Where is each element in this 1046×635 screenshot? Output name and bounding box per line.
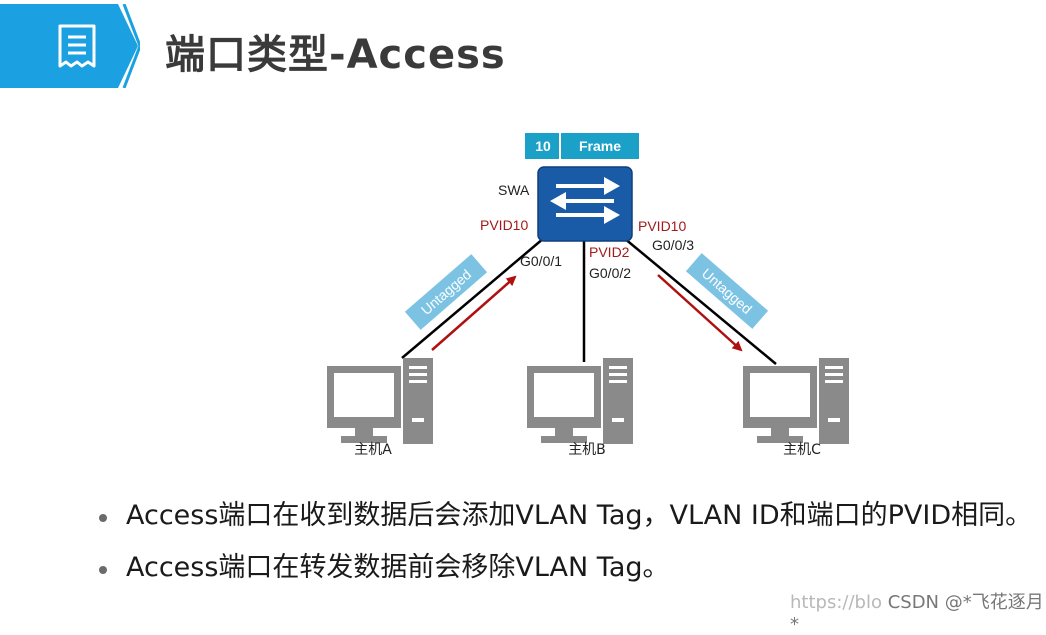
frame-tag: 10 Frame <box>525 133 639 159</box>
untagged-label-right: Untagged <box>685 253 769 329</box>
page-title: 端口类型-Access <box>165 32 506 78</box>
host-b-label: 主机B <box>568 442 606 458</box>
bullet-item: Access端口在转发数据前会移除VLAN Tag。 <box>96 546 1032 598</box>
bullet-list: Access端口在收到数据后会添加VLAN Tag，VLAN ID和端口的PVI… <box>96 494 1032 598</box>
port2-name: G0/0/2 <box>589 265 631 281</box>
frame-label: Frame <box>579 138 621 154</box>
host-a-computer-icon <box>327 358 433 444</box>
svg-text:Untagged: Untagged <box>418 266 474 318</box>
bullet-item: Access端口在收到数据后会添加VLAN Tag，VLAN ID和端口的PVI… <box>96 494 1032 546</box>
frame-vlan-id: 10 <box>535 138 551 154</box>
switch-arrows-icon <box>550 177 620 224</box>
port2-pvid: PVID2 <box>589 244 630 260</box>
link-a <box>401 237 545 359</box>
switch-name: SWA <box>498 182 530 198</box>
svg-text:Untagged: Untagged <box>699 265 755 317</box>
host-c-label: 主机C <box>783 442 821 458</box>
watermark-url: https://blo <box>790 592 882 613</box>
port3-pvid: PVID10 <box>638 218 686 234</box>
switch-swa <box>537 166 633 242</box>
link-c <box>623 237 777 365</box>
host-c-computer-icon <box>743 358 849 444</box>
untagged-label-left: Untagged <box>404 254 488 330</box>
header-banner <box>0 4 140 88</box>
port1-name: G0/0/1 <box>520 253 562 269</box>
ingress-arrow <box>431 275 517 351</box>
network-diagram: 10 Frame SWA PVID10 G0/0/1 PVID2 G0/0/2 … <box>327 133 849 458</box>
host-a-label: 主机A <box>354 442 392 458</box>
port1-pvid: PVID10 <box>480 217 528 233</box>
document-icon <box>58 24 96 68</box>
port3-name: G0/0/3 <box>652 237 694 253</box>
host-b-computer-icon <box>527 358 633 444</box>
watermark: https://blo CSDN @*飞花逐月* <box>790 588 1046 635</box>
egress-arrow <box>657 274 743 352</box>
